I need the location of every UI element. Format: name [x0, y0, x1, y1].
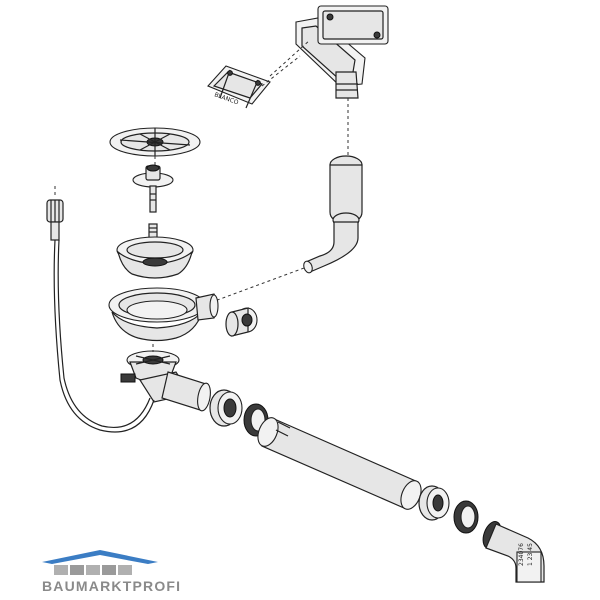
outlet-pipe-short: [161, 371, 211, 412]
nut-1: [209, 389, 243, 427]
long-pipe: [257, 417, 422, 510]
nut-2: [418, 485, 450, 521]
end-elbow: 234076 1 23 45: [482, 521, 545, 583]
overflow-pipe: [303, 155, 363, 274]
drain-body: [108, 287, 219, 342]
overflow-connector: [225, 307, 258, 337]
seal-ring-2: [453, 500, 479, 534]
brand-roof-icon: [42, 550, 158, 564]
brand-name: BAUMARKTPROFI: [42, 578, 182, 594]
strainer-basket: [116, 236, 194, 279]
clamp-plate: BLANCO: [207, 65, 271, 109]
elbow-code-1: 234076: [518, 543, 525, 566]
screw: [148, 223, 158, 239]
brand-logo: [42, 550, 158, 575]
control-cable: [46, 186, 155, 433]
elbow-code-2: 1 23 45: [527, 543, 534, 566]
plug-stem: [132, 164, 174, 213]
strainer-cap: [109, 127, 201, 157]
overflow-cover-bracket: [295, 5, 389, 99]
